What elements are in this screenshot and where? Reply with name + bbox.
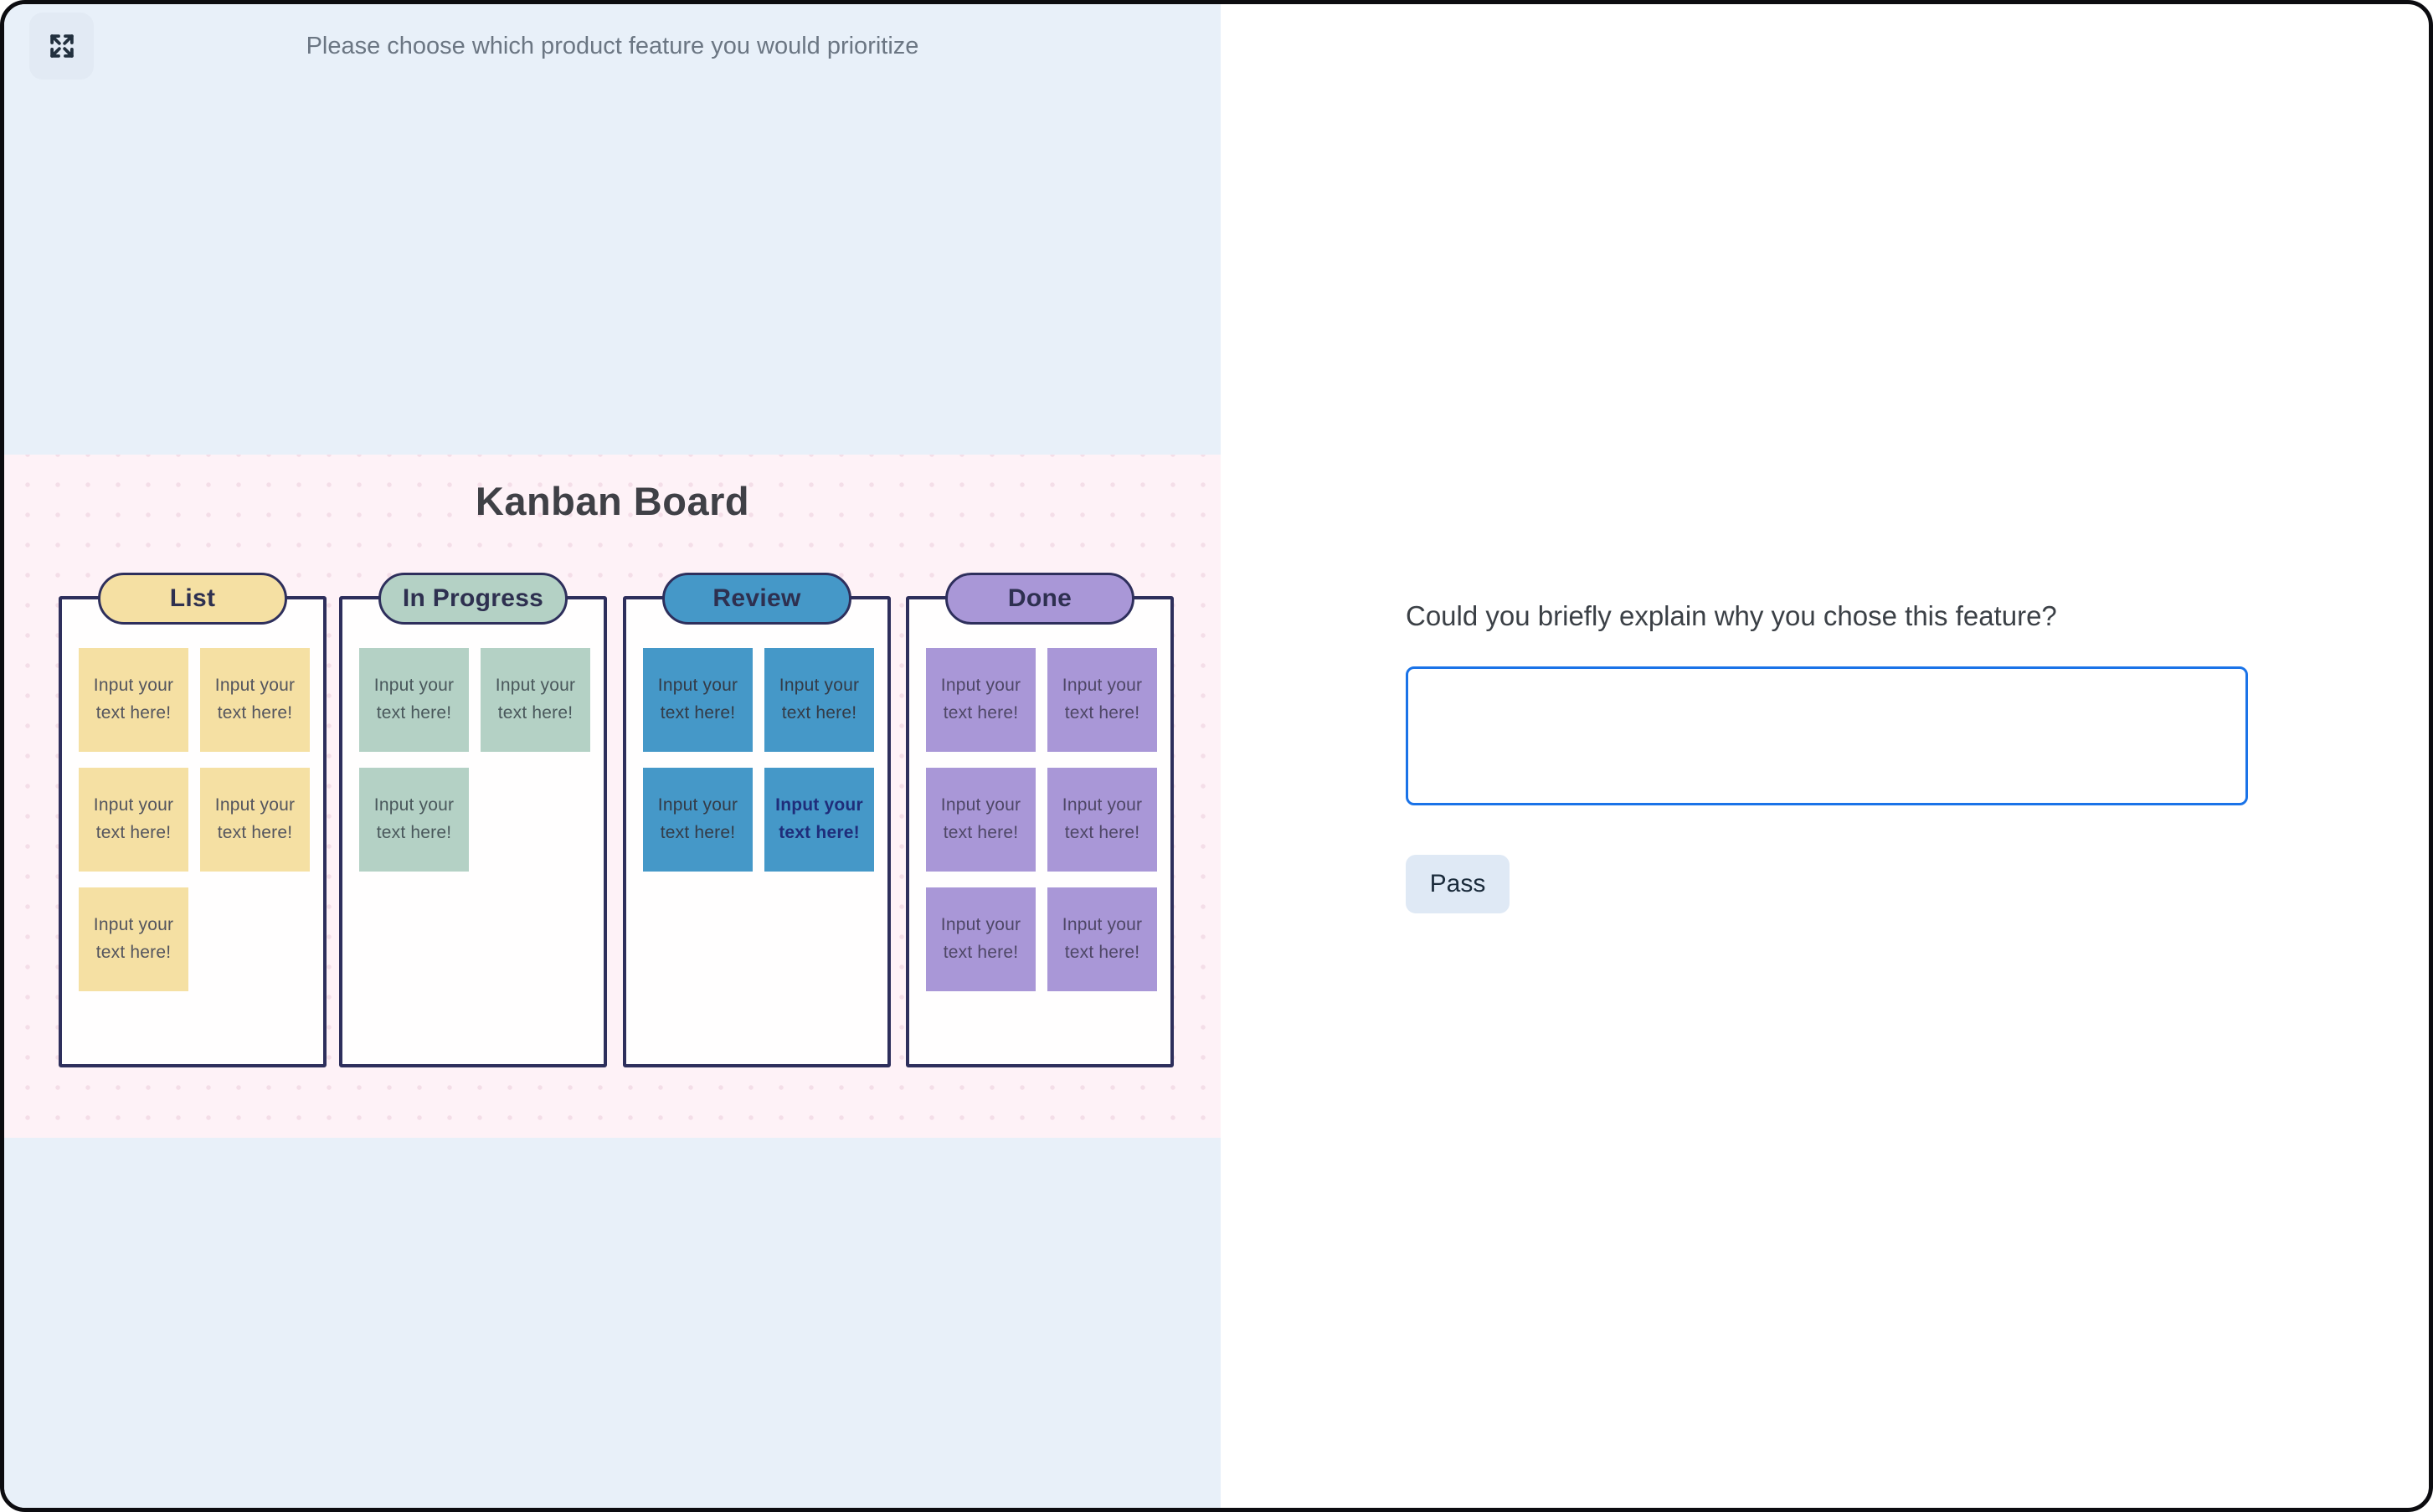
- kanban-card: Input your text here!: [643, 648, 753, 752]
- kanban-card: Input your text here!: [79, 768, 188, 872]
- board-title: Kanban Board: [475, 479, 750, 523]
- kanban-card: Input your text here!: [764, 768, 874, 872]
- column-header-pill: List: [98, 573, 287, 625]
- kanban-card: Input your text here!: [79, 648, 188, 752]
- kanban-card: Input your text here!: [764, 648, 874, 752]
- kanban-card: Input your text here!: [79, 887, 188, 991]
- cards-grid: Input your text here!Input your text her…: [926, 648, 1157, 991]
- kanban-card: Input your text here!: [200, 768, 310, 872]
- column-header-pill: In Progress: [378, 573, 568, 625]
- column-header-pill: Review: [662, 573, 851, 625]
- column-header-pill: Done: [945, 573, 1134, 625]
- survey-prompt: Please choose which product feature you …: [306, 33, 919, 59]
- kanban-card: Input your text here!: [643, 768, 753, 872]
- pass-button[interactable]: Pass: [1406, 855, 1510, 913]
- kanban-card: Input your text here!: [1047, 768, 1157, 872]
- kanban-card: Input your text here!: [1047, 648, 1157, 752]
- expand-button[interactable]: [29, 13, 94, 80]
- cards-grid: Input your text here!Input your text her…: [643, 648, 874, 872]
- kanban-card: Input your text here!: [359, 648, 469, 752]
- pass-button-label: Pass: [1429, 870, 1486, 897]
- cards-grid: Input your text here!Input your text her…: [359, 648, 590, 872]
- kanban-card: Input your text here!: [481, 648, 590, 752]
- fullscreen-expand-icon: [46, 30, 78, 62]
- kanban-card: Input your text here!: [1047, 887, 1157, 991]
- kanban-card: Input your text here!: [359, 768, 469, 872]
- question-label: Could you briefly explain why you chose …: [1406, 600, 2057, 631]
- kanban-card: Input your text here!: [200, 648, 310, 752]
- kanban-card: Input your text here!: [926, 768, 1036, 872]
- answer-textarea[interactable]: [1406, 666, 2248, 805]
- kanban-card: Input your text here!: [926, 887, 1036, 991]
- kanban-card: Input your text here!: [926, 648, 1036, 752]
- cards-grid: Input your text here!Input your text her…: [79, 648, 310, 991]
